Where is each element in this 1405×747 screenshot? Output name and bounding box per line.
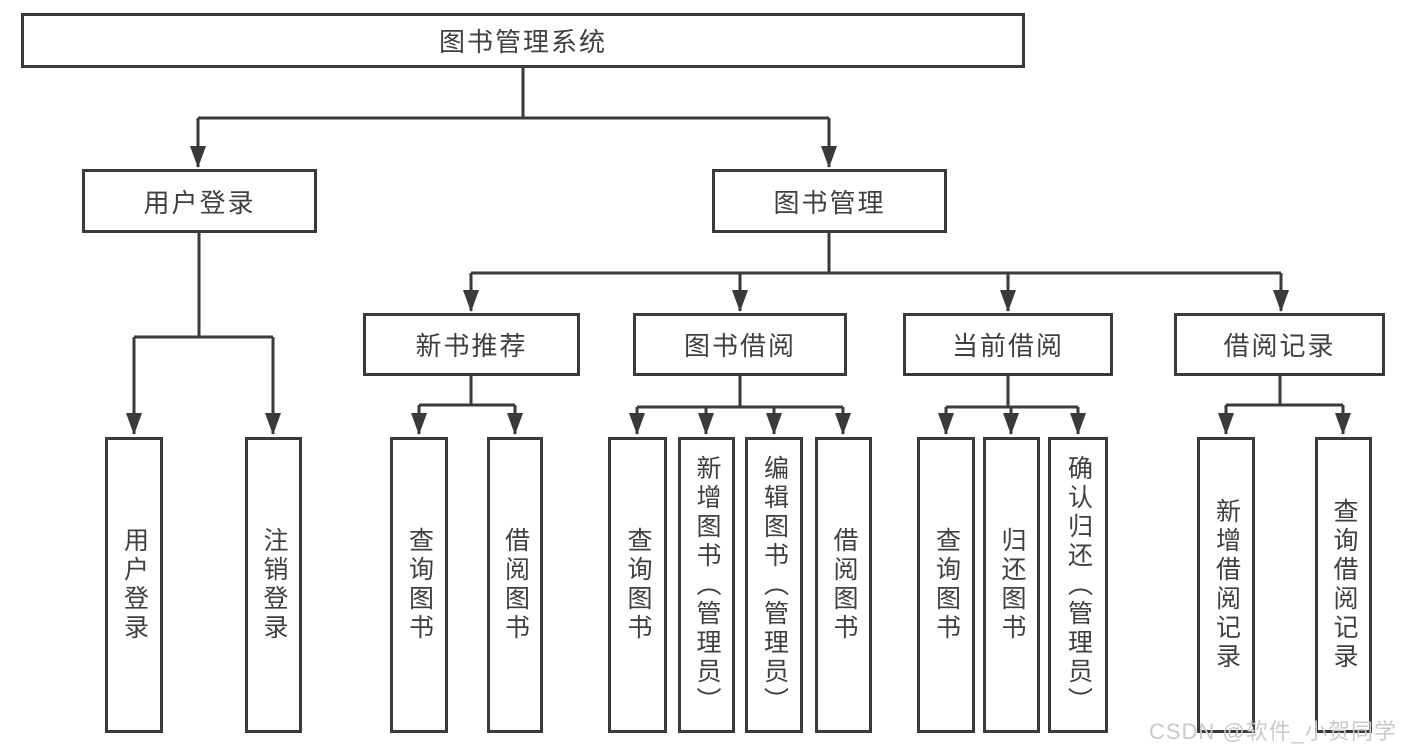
node-current-borrowing: 当前借阅 [903, 313, 1113, 376]
leaf-edit-books-admin: 编辑图书（管理员） [745, 437, 803, 733]
node-borrow-records: 借阅记录 [1174, 313, 1385, 376]
node-book-borrowing: 图书借阅 [633, 313, 847, 376]
leaf-query-borrow-record: 查询借阅记录 [1315, 437, 1372, 733]
leaf-user-login: 用户登录 [105, 437, 163, 733]
leaf-logout: 注销登录 [245, 437, 302, 733]
node-new-book-recommendation: 新书推荐 [363, 313, 580, 376]
leaf-return-books: 归还图书 [983, 437, 1040, 733]
leaf-confirm-return-admin: 确认归还（管理员） [1048, 437, 1108, 733]
leaf-query-books-borrowing: 查询图书 [608, 437, 667, 733]
node-user-login: 用户登录 [82, 169, 317, 233]
leaf-borrow-books-recommend: 借阅图书 [487, 437, 543, 733]
leaf-query-books-current: 查询图书 [917, 437, 975, 733]
leaf-add-books-admin: 新增图书（管理员） [678, 437, 735, 733]
leaf-query-books-recommend: 查询图书 [390, 437, 448, 733]
node-library-management-system: 图书管理系统 [21, 13, 1025, 68]
leaf-borrow-books-borrowing: 借阅图书 [815, 437, 872, 733]
csdn-watermark: CSDN @软件_小贺同学 [1148, 719, 1397, 744]
node-book-management: 图书管理 [712, 169, 947, 233]
leaf-add-borrow-record: 新增借阅记录 [1197, 437, 1255, 733]
